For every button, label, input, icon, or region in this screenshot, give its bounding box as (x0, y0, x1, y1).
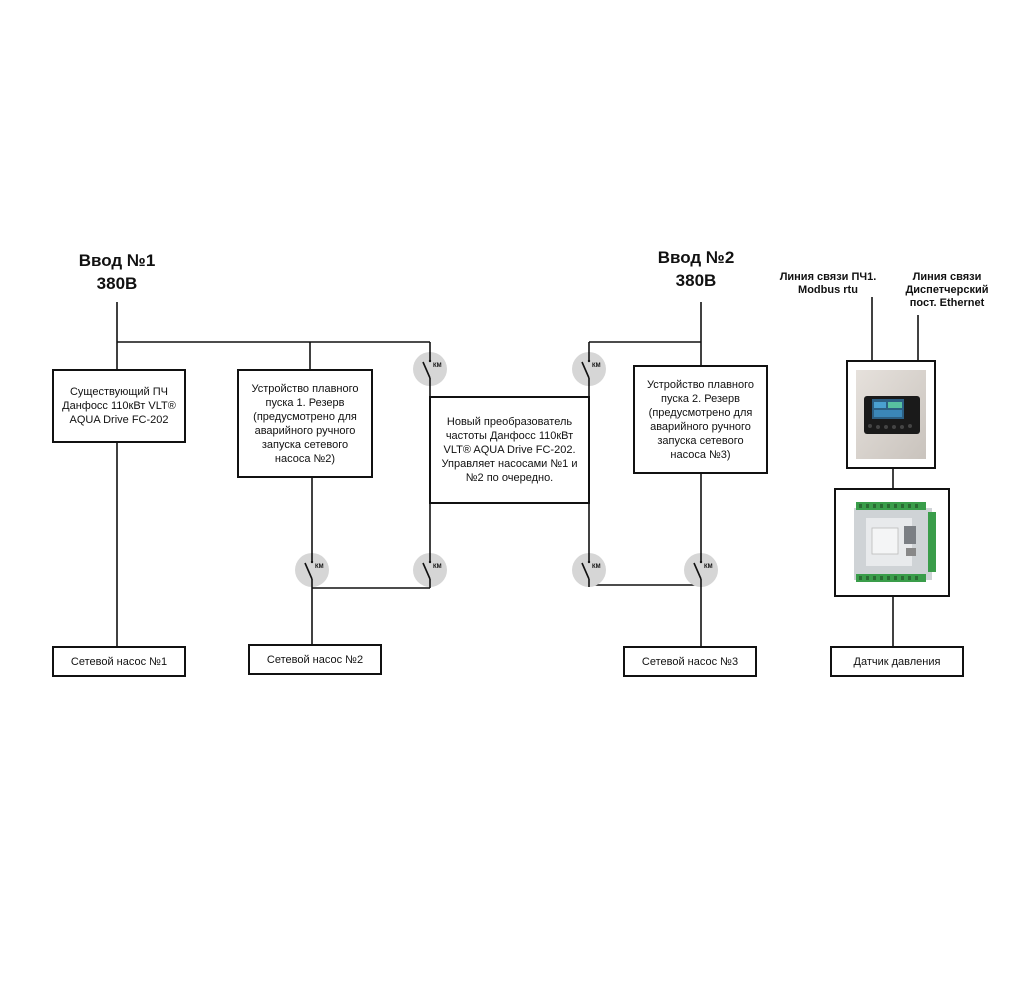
contactor-km-2: КМ (572, 352, 606, 386)
soft-start-1-line: насоса №2) (274, 452, 336, 465)
contactor-label: КМ (592, 363, 601, 369)
existing-vfd-line: Данфосс 110кВт VLT® (62, 400, 176, 412)
contactor-label: КМ (315, 564, 324, 570)
new-vfd-line: частоты Данфосс 110кВт (445, 430, 574, 442)
contactor-km-3: КМ (295, 553, 329, 587)
soft-start-2-box: Устройство плавного пуска 2. Резерв (пре… (633, 365, 768, 474)
input-2-voltage: 380В (675, 271, 717, 290)
pressure-sensor-box: Датчик давления (830, 646, 964, 677)
comm-line-dispatch-3: пост. Ethernet (909, 297, 985, 309)
contactor-label: КМ (592, 564, 601, 570)
controller-image (844, 498, 940, 587)
pump-3-label: Сетевой насос №3 (641, 655, 739, 668)
switch-icon (581, 352, 591, 386)
pressure-sensor-label: Датчик давления (853, 655, 941, 668)
switch-icon (304, 553, 314, 587)
pump-2-box: Сетевой насос №2 (248, 644, 382, 675)
contactor-km-1: КМ (413, 352, 447, 386)
operator-panel-image (856, 370, 926, 459)
pump-2-label: Сетевой насос №2 (266, 653, 364, 666)
switch-icon (422, 553, 432, 587)
pump-1-box: Сетевой насос №1 (52, 646, 186, 677)
switch-icon (422, 352, 432, 386)
comm-line-vfd-2: Modbus rtu (798, 284, 858, 296)
soft-start-1-box: Устройство плавного пуска 1. Резерв (пре… (237, 369, 373, 478)
soft-start-2-line: запуска сетевого (657, 434, 744, 447)
soft-start-2-line: насоса №3) (670, 448, 731, 461)
contactor-km-4: КМ (413, 553, 447, 587)
new-vfd-line: Управляет насосами №1 и (441, 458, 578, 470)
soft-start-2-line: (предусмотрено для (648, 406, 753, 419)
comm-line-vfd-label: Линия связи ПЧ1. Modbus rtu (776, 271, 880, 297)
comm-line-dispatch-label: Линия связи Диспетчерский пост. Ethernet (892, 271, 1002, 310)
input-1-voltage: 380В (96, 274, 138, 293)
soft-start-2-line: аварийного ручного (650, 420, 751, 433)
controller-photo (834, 488, 950, 597)
switch-icon (693, 553, 703, 587)
existing-vfd-line: AQUA Drive FC-202 (69, 414, 169, 426)
input-1-title: Ввод №1 (78, 251, 156, 270)
operator-panel-photo (846, 360, 936, 469)
new-vfd-box: Новый преобразователь частоты Данфосс 11… (429, 396, 590, 504)
pump-3-box: Сетевой насос №3 (623, 646, 757, 677)
existing-vfd-box: Существующий ПЧ Данфосс 110кВт VLT® AQUA… (52, 369, 186, 443)
soft-start-1-line: (предусмотрено для (253, 410, 357, 423)
contactor-km-6: КМ (684, 553, 718, 587)
soft-start-1-line: аварийного ручного (254, 424, 356, 437)
contactor-label: КМ (433, 363, 442, 369)
contactor-label: КМ (704, 564, 713, 570)
new-vfd-line: №2 по очередно. (465, 472, 554, 484)
input-2-heading: Ввод №2 380В (641, 246, 751, 292)
new-vfd-line: VLT® AQUA Drive FC-202. (443, 444, 576, 456)
soft-start-2-line: Устройство плавного (646, 378, 755, 391)
comm-line-dispatch-1: Линия связи (912, 271, 982, 283)
soft-start-1-line: Устройство плавного (251, 382, 359, 395)
contactor-label: КМ (433, 564, 442, 570)
input-2-title: Ввод №2 (657, 248, 735, 267)
new-vfd-line: Новый преобразователь (446, 416, 573, 428)
switch-icon (581, 553, 591, 587)
comm-line-vfd-1: Линия связи ПЧ1. (779, 271, 877, 283)
existing-vfd-line: Существующий ПЧ (69, 386, 168, 398)
soft-start-1-line: запуска сетевого (261, 438, 349, 451)
comm-line-dispatch-2: Диспетчерский (905, 284, 989, 296)
pump-1-label: Сетевой насос №1 (70, 655, 168, 668)
contactor-km-5: КМ (572, 553, 606, 587)
soft-start-2-line: пуска 2. Резерв (660, 392, 741, 405)
input-1-heading: Ввод №1 380В (62, 249, 172, 295)
soft-start-1-line: пуска 1. Резерв (265, 396, 345, 409)
